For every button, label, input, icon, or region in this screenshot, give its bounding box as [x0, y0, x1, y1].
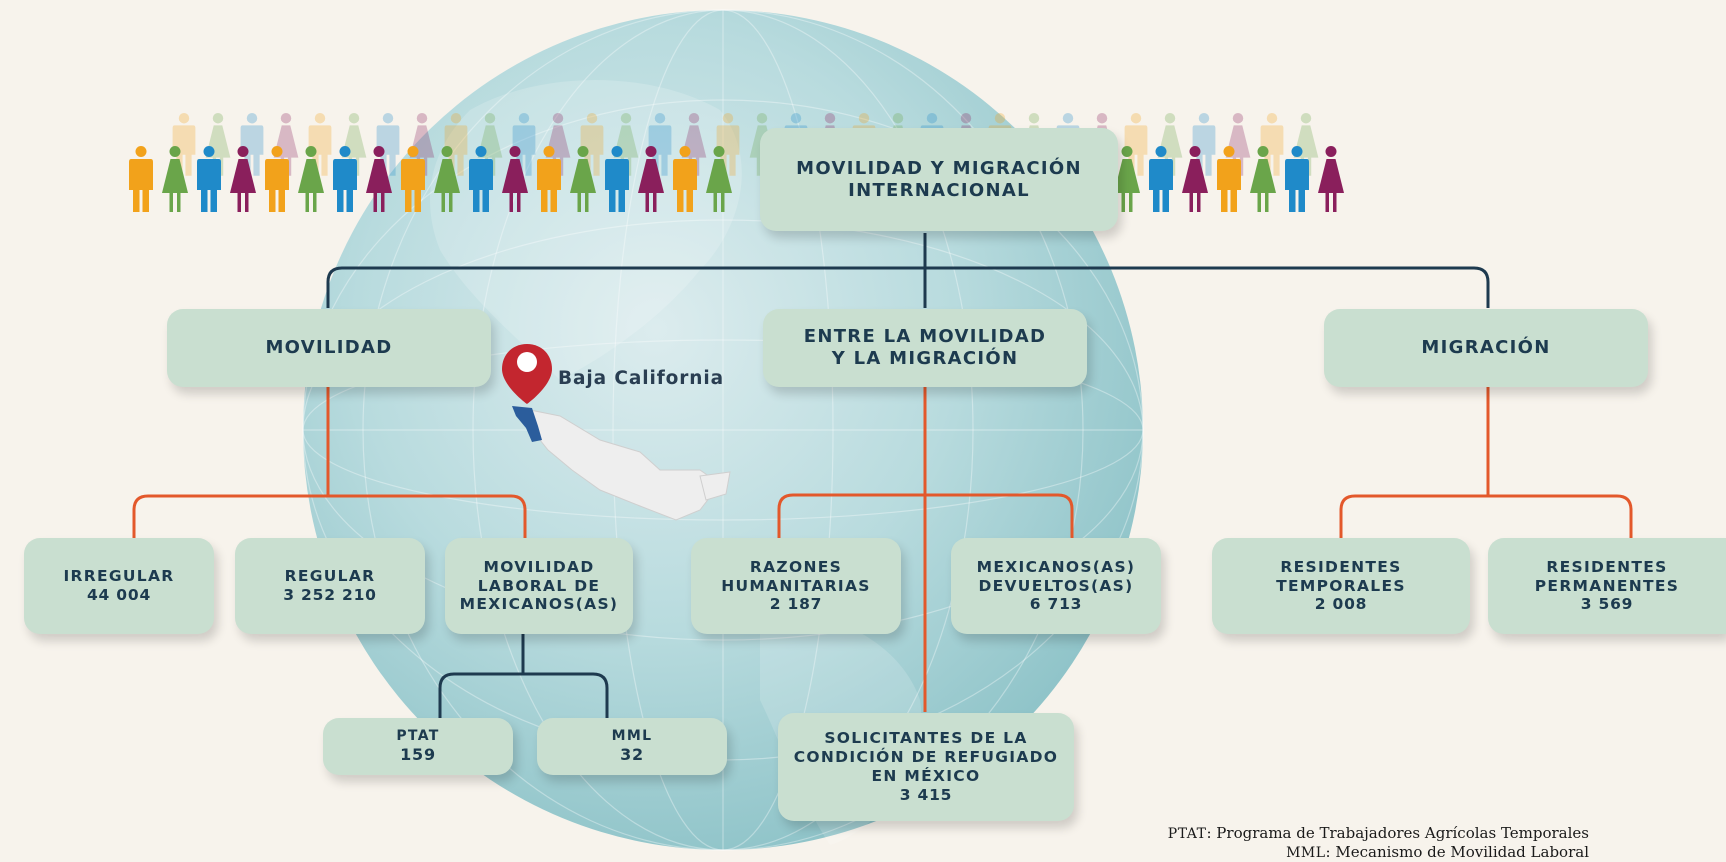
person-icon [1217, 146, 1241, 212]
mml-label: MML [611, 728, 653, 745]
laboral-connector [438, 632, 609, 720]
irregular-label: IRREGULAR [63, 567, 175, 586]
residentes-temporales-box: RESIDENTES TEMPORALES 2 008 [1212, 538, 1470, 634]
person-back-icon [545, 113, 571, 176]
person-icon [162, 146, 188, 212]
temporales-line2: TEMPORALES [1276, 576, 1406, 595]
person-icon [197, 146, 221, 212]
humanitarias-value: 2 187 [769, 595, 823, 614]
person-icon [1285, 146, 1309, 212]
movilidad-laboral-box: MOVILIDAD LABORAL DE MEXICANOS(AS) [445, 538, 633, 634]
person-icon [1149, 146, 1173, 212]
person-icon [1250, 146, 1276, 212]
permanentes-line1: RESIDENTES [1546, 557, 1668, 576]
permanentes-value: 3 569 [1580, 595, 1634, 614]
entre-box: ENTRE LA MOVILIDAD Y LA MIGRACIÓN [763, 309, 1087, 387]
person-icon [638, 146, 664, 212]
person-icon [129, 146, 153, 212]
laboral-line1: MOVILIDAD [483, 557, 595, 576]
person-icon [298, 146, 324, 212]
person-icon [1318, 146, 1344, 212]
irregular-box: IRREGULAR 44 004 [24, 538, 214, 634]
person-icon [502, 146, 528, 212]
mexicanos-devueltos-box: MEXICANOS(AS) DEVUELTOS(AS) 6 713 [951, 538, 1161, 634]
person-icon [1114, 146, 1140, 212]
refugiado-line3: EN MÉXICO [871, 767, 981, 785]
connector-lines [132, 233, 1633, 720]
migracion-box: MIGRACIÓN [1324, 309, 1648, 387]
root-title-line1: MOVILIDAD Y MIGRACIÓN [796, 157, 1082, 179]
person-back-icon [1157, 113, 1183, 176]
permanentes-line2: PERMANENTES [1534, 576, 1680, 595]
person-icon [434, 146, 460, 212]
person-icon [366, 146, 392, 212]
map-pin-icon [502, 344, 552, 404]
person-back-icon [273, 113, 299, 176]
legend-ptat: PTAT: Programa de Trabajadores Agrícolas… [1167, 824, 1589, 842]
mexico-map [512, 406, 731, 521]
person-icon [333, 146, 357, 212]
laboral-line3: MEXICANOS(AS) [459, 595, 619, 614]
temporales-line1: RESIDENTES [1280, 557, 1402, 576]
ptat-value: 159 [400, 745, 436, 765]
devueltos-value: 6 713 [1029, 595, 1083, 614]
movilidad-label: MOVILIDAD [265, 337, 393, 359]
person-icon [570, 146, 596, 212]
legend: PTAT: Programa de Trabajadores Agrícolas… [949, 824, 1589, 862]
person-back-icon [613, 113, 639, 176]
person-back-icon [681, 113, 707, 176]
person-icon [673, 146, 697, 212]
person-back-icon [341, 113, 367, 176]
laboral-line2: LABORAL DE [477, 576, 601, 595]
ptat-label: PTAT [396, 728, 440, 745]
migracion-connector [1339, 386, 1633, 538]
regular-box: REGULAR 3 252 210 [235, 538, 425, 634]
person-back-icon [1225, 113, 1251, 176]
irregular-value: 44 004 [86, 586, 152, 604]
person-back-icon [1293, 113, 1319, 176]
person-icon [230, 146, 256, 212]
refugiado-value: 3 415 [899, 785, 953, 804]
person-icon [706, 146, 732, 212]
regular-value: 3 252 210 [283, 586, 377, 604]
person-back-icon [477, 113, 503, 176]
root-title-line2: INTERNACIONAL [848, 179, 1030, 201]
person-icon [265, 146, 289, 212]
person-icon [537, 146, 561, 212]
devueltos-line1: MEXICANOS(AS) [976, 557, 1136, 576]
person-icon [605, 146, 629, 212]
razones-humanitarias-box: RAZONES HUMANITARIAS 2 187 [691, 538, 901, 634]
person-back-icon [409, 113, 435, 176]
person-back-icon [205, 113, 231, 176]
movilidad-connector [132, 386, 527, 538]
entre-line1: ENTRE LA MOVILIDAD [803, 326, 1047, 348]
mml-value: 32 [620, 745, 644, 765]
humanitarias-line2: HUMANITARIAS [721, 576, 871, 595]
entre-connector [777, 386, 1074, 712]
mml-box: MML 32 [537, 718, 727, 775]
refugiado-line1: SOLICITANTES DE LA [824, 729, 1028, 748]
person-icon [469, 146, 493, 212]
person-icon [1182, 146, 1208, 212]
solicitantes-refugiado-box: SOLICITANTES DE LA CONDICIÓN DE REFUGIAD… [778, 713, 1074, 821]
baja-california-region [512, 406, 542, 442]
root-connector [326, 233, 1490, 308]
humanitarias-line1: RAZONES [749, 557, 843, 576]
temporales-value: 2 008 [1314, 595, 1368, 614]
devueltos-line2: DEVUELTOS(AS) [978, 576, 1134, 595]
ptat-box: PTAT 159 [323, 718, 513, 775]
refugiado-line2: CONDICIÓN DE REFUGIADO [793, 748, 1059, 767]
regular-label: REGULAR [284, 567, 376, 586]
residentes-permanentes-box: RESIDENTES PERMANENTES 3 569 [1488, 538, 1726, 634]
movilidad-box: MOVILIDAD [167, 309, 491, 387]
legend-mml: MML: Mecanismo de Movilidad Laboral [1286, 843, 1589, 861]
root-box: MOVILIDAD Y MIGRACIÓN INTERNACIONAL [760, 128, 1118, 231]
person-icon [401, 146, 425, 212]
migracion-label: MIGRACIÓN [1421, 337, 1551, 359]
entre-line2: Y LA MIGRACIÓN [831, 348, 1019, 369]
location-label: Baja California [558, 368, 724, 389]
